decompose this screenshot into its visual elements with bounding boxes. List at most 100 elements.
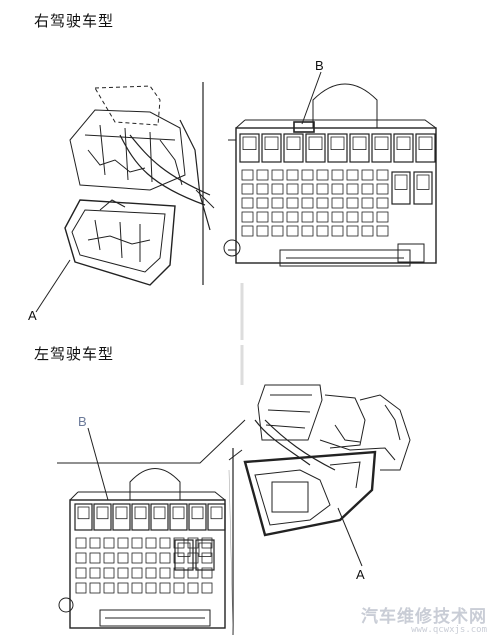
- relay: [195, 539, 215, 571]
- fuse: [331, 211, 344, 223]
- relay-top: [210, 506, 223, 520]
- fuse: [173, 552, 185, 564]
- fuse: [361, 169, 374, 181]
- fuse: [117, 552, 129, 564]
- relay: [371, 133, 392, 163]
- relay: [415, 133, 436, 163]
- relay-top: [264, 136, 279, 151]
- relay-top: [308, 136, 323, 151]
- relay: [74, 503, 93, 531]
- fuse: [89, 537, 101, 549]
- relay: [283, 133, 304, 163]
- relay-top: [330, 136, 345, 151]
- fuse: [256, 211, 269, 223]
- watermark-url: www.qcwxjs.com: [411, 625, 487, 635]
- fuse: [187, 552, 199, 564]
- fuse: [103, 582, 115, 594]
- rhd-callout-a: A: [28, 308, 37, 323]
- fuse: [361, 225, 374, 237]
- fuse: [271, 211, 284, 223]
- rhd-dashboard-drawing: [69, 85, 211, 231]
- relay: [112, 503, 131, 531]
- fuse: [346, 197, 359, 209]
- relay-top: [286, 136, 301, 151]
- lhd-relays: [74, 503, 226, 571]
- fuse: [316, 211, 329, 223]
- fuse: [159, 582, 171, 594]
- fuse: [376, 169, 389, 181]
- relay-top: [374, 136, 389, 151]
- relay-top: [242, 136, 257, 151]
- fuse: [256, 225, 269, 237]
- relay-top: [153, 506, 166, 520]
- fuse: [173, 582, 185, 594]
- fuse: [159, 567, 171, 579]
- rhd-title: 右驾驶车型: [34, 12, 115, 30]
- fuse: [301, 169, 314, 181]
- fuse: [286, 183, 299, 195]
- fuse: [316, 183, 329, 195]
- lhd-dashboard-drawing: [254, 384, 411, 471]
- fuse: [131, 552, 143, 564]
- relay-top: [352, 136, 367, 151]
- fuse: [201, 582, 213, 594]
- relay-top: [115, 506, 128, 520]
- lhd-fuse-box: [58, 468, 226, 629]
- fuse: [131, 567, 143, 579]
- fuse: [316, 197, 329, 209]
- fuse: [271, 169, 284, 181]
- lhd-fuses: [75, 537, 213, 594]
- fuse: [75, 567, 87, 579]
- fuse: [75, 552, 87, 564]
- relay-top: [77, 506, 90, 520]
- relay-top: [418, 136, 433, 151]
- rhd-fuse-box: [223, 83, 437, 264]
- fuse: [331, 169, 344, 181]
- relay: [131, 503, 150, 531]
- relay-top: [416, 174, 430, 190]
- fuse: [331, 183, 344, 195]
- fuse: [159, 552, 171, 564]
- relay: [327, 133, 348, 163]
- relay: [305, 133, 326, 163]
- relay-top: [394, 174, 408, 190]
- fuse: [117, 582, 129, 594]
- relay-top: [191, 506, 204, 520]
- fuse: [271, 225, 284, 237]
- fuse: [376, 225, 389, 237]
- rhd-callout-b: B: [315, 58, 324, 73]
- fuse: [145, 537, 157, 549]
- relay: [413, 171, 433, 205]
- fuse: [187, 537, 199, 549]
- fuse: [241, 183, 254, 195]
- relay-top: [172, 506, 185, 520]
- lhd-callout-a: A: [356, 567, 365, 582]
- fuse: [346, 169, 359, 181]
- fuse: [286, 197, 299, 209]
- fuse: [159, 537, 171, 549]
- fuse: [75, 582, 87, 594]
- relay-top: [96, 506, 109, 520]
- relay-top: [396, 136, 411, 151]
- fuse: [376, 197, 389, 209]
- fuse: [271, 183, 284, 195]
- fuse: [145, 582, 157, 594]
- fuse: [131, 582, 143, 594]
- relay: [349, 133, 370, 163]
- relay: [261, 133, 282, 163]
- fuse: [173, 567, 185, 579]
- fuse: [145, 552, 157, 564]
- relay: [93, 503, 112, 531]
- fuse: [286, 211, 299, 223]
- watermark-main: 汽车维修技术网: [361, 607, 487, 627]
- fuse: [301, 183, 314, 195]
- fuse: [346, 225, 359, 237]
- fuse: [241, 197, 254, 209]
- relay: [150, 503, 169, 531]
- rhd-relays: [239, 133, 436, 205]
- rhd-fuses: [241, 169, 389, 237]
- fuse: [346, 183, 359, 195]
- fuse: [241, 169, 254, 181]
- fuse: [103, 567, 115, 579]
